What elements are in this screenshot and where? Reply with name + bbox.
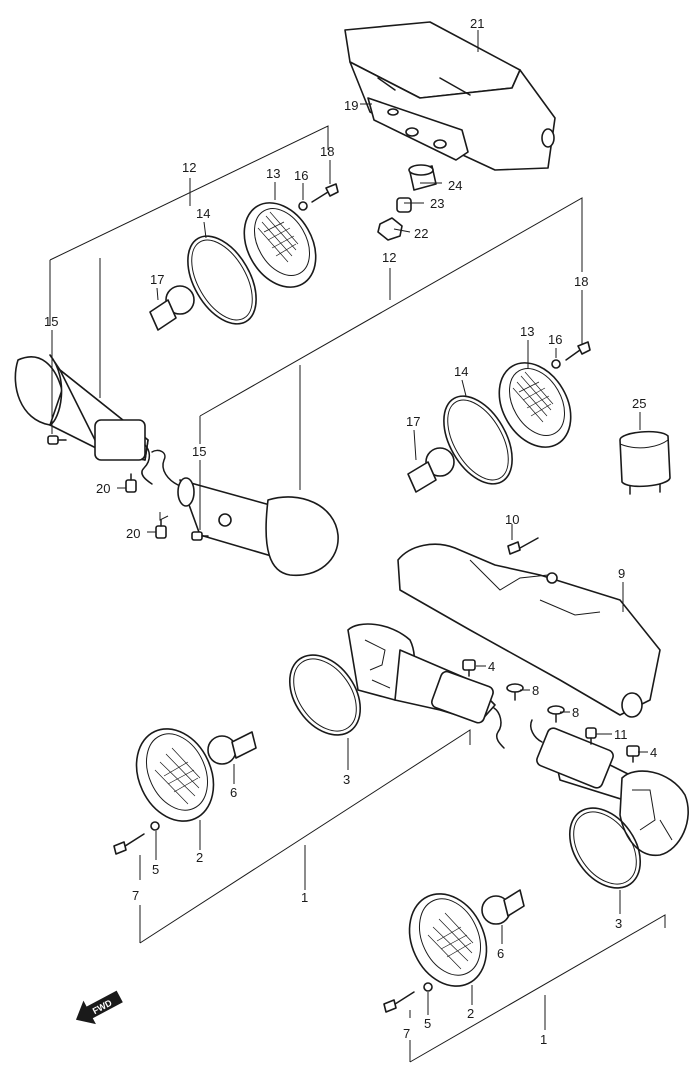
callout-8-upper: 8	[532, 683, 539, 698]
screw-10	[507, 537, 539, 555]
callout-23: 23	[430, 196, 444, 211]
screw-7-left	[113, 833, 145, 855]
lens-2-right	[408, 893, 488, 987]
callout-14-upper: 14	[196, 206, 210, 221]
gasket-14-lower-inner	[447, 399, 509, 481]
screw-18-lower	[565, 341, 591, 361]
gasket-14-lower	[443, 395, 513, 485]
callout-16-upper: 16	[294, 168, 308, 183]
lens-13-lower	[498, 362, 572, 448]
lens-13-upper	[243, 202, 317, 288]
callout-13-lower: 13	[520, 324, 534, 339]
washer-5-right	[423, 982, 433, 992]
bolt-11	[585, 727, 597, 745]
callout-5-right: 5	[424, 1016, 431, 1031]
screw-20-upper	[125, 473, 137, 493]
bulb-17-upper	[149, 285, 195, 331]
bolt-4-lower	[626, 745, 640, 763]
washer-8-upper	[506, 683, 524, 701]
callout-22: 22	[414, 226, 428, 241]
front-bracket-9	[397, 543, 661, 718]
callout-2-left: 2	[196, 850, 203, 865]
callout-7-right: 7	[403, 1026, 410, 1041]
bulb-6-right	[481, 889, 525, 925]
callout-8-lower: 8	[572, 705, 579, 720]
callout-6-left: 6	[230, 785, 237, 800]
washer-16-upper	[298, 201, 308, 211]
callout-21: 21	[470, 16, 484, 31]
washer-5-left	[150, 821, 160, 831]
callout-14-lower: 14	[454, 364, 468, 379]
callout-15-left: 15	[44, 314, 58, 329]
nut-22	[377, 217, 403, 241]
callout-18-lower: 18	[574, 274, 588, 289]
rear-turn-signal-left-12	[14, 354, 153, 485]
callout-4-upper: 4	[488, 659, 495, 674]
callout-10: 10	[505, 512, 519, 527]
callout-20-lower: 20	[126, 526, 140, 541]
callout-17-lower: 17	[406, 414, 420, 429]
relay-25	[619, 430, 671, 495]
spacer-23	[396, 197, 412, 213]
bulb-6-left	[207, 731, 257, 765]
callout-16-lower: 16	[548, 332, 562, 347]
washer-8-lower	[547, 705, 565, 723]
lens-2-left	[135, 728, 215, 822]
callout-12-lower: 12	[382, 250, 396, 265]
gasket-14-upper	[187, 235, 257, 325]
callout-25: 25	[632, 396, 646, 411]
gasket-14-upper-inner	[191, 239, 253, 321]
callout-7-left: 7	[132, 888, 139, 903]
callout-1-left: 1	[301, 890, 308, 905]
bulb-17-lower	[407, 447, 455, 493]
front-turn-signal-left-1	[347, 623, 505, 749]
gasket-3-left	[288, 654, 362, 736]
callout-24: 24	[448, 178, 462, 193]
callout-12-upper: 12	[182, 160, 196, 175]
washer-16-lower	[551, 359, 561, 369]
license-bracket-19	[367, 97, 469, 161]
gasket-3-right	[568, 807, 642, 889]
bolt-4-upper	[462, 659, 476, 677]
bolt-15-left	[47, 435, 67, 445]
callout-19: 19	[344, 98, 358, 113]
rear-turn-signal-right-12	[151, 449, 339, 577]
grommet-24	[408, 164, 437, 191]
callout-9: 9	[618, 566, 625, 581]
callout-13-upper: 13	[266, 166, 280, 181]
callout-20-upper: 20	[96, 481, 110, 496]
callout-1-right: 1	[540, 1032, 547, 1047]
gasket-3-left-inner	[293, 658, 357, 732]
callout-11: 11	[614, 727, 628, 742]
callout-6-right: 6	[497, 946, 504, 961]
screw-7-right	[383, 991, 415, 1013]
rear-fender-21	[344, 21, 556, 171]
callout-18-upper: 18	[320, 144, 334, 159]
callout-labels: 21 19 24 23 22 12 18 13 16 14 17 12 18 1…	[44, 16, 657, 1047]
callout-4-lower: 4	[650, 745, 657, 760]
callout-2-right: 2	[467, 1006, 474, 1021]
callout-3-right: 3	[615, 916, 622, 931]
fwd-arrow-icon: FWD	[75, 990, 123, 1025]
leader-lines	[49, 30, 666, 1063]
callout-3-left: 3	[343, 772, 350, 787]
callout-17-upper: 17	[150, 272, 164, 287]
callout-15-right: 15	[192, 444, 206, 459]
gasket-3-right-inner	[573, 811, 637, 885]
callout-5-left: 5	[152, 862, 159, 877]
bolt-15-right	[191, 531, 209, 541]
screw-18-upper	[311, 183, 339, 203]
front-turn-signal-right-1	[530, 719, 689, 857]
screw-20-lower	[155, 519, 167, 539]
